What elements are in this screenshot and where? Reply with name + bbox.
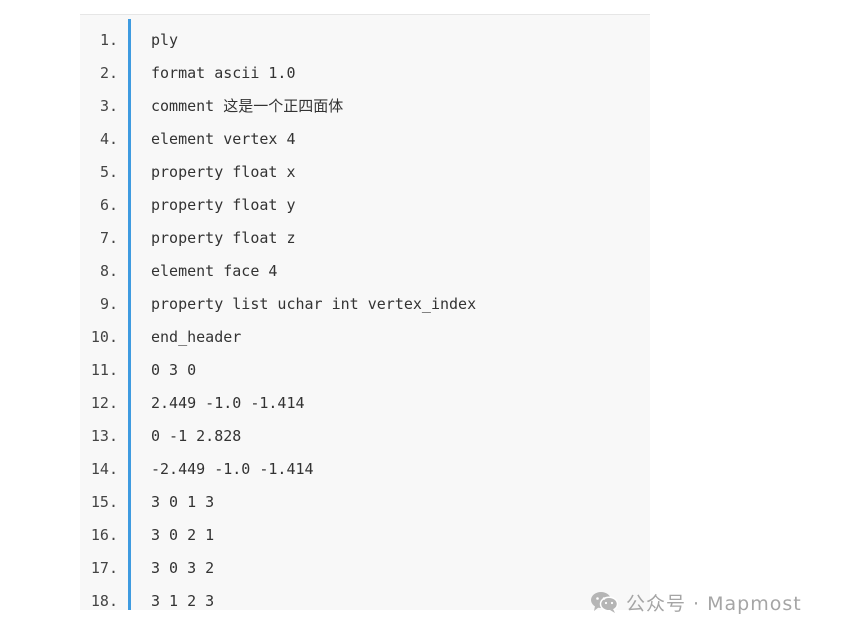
code-line: 12. 2.449 -1.0 -1.414 [80,386,650,419]
line-text: 0 -1 2.828 [151,426,242,445]
line-number: 12. [90,393,118,412]
line-text: end_header [151,327,242,346]
line-number: 11. [90,360,118,379]
line-text: element face 4 [151,261,278,280]
line-text: format ascii 1.0 [151,63,296,82]
code-line: 14. -2.449 -1.0 -1.414 [80,452,650,485]
line-number: 2. [99,63,118,82]
line-text: -2.449 -1.0 -1.414 [151,459,314,478]
code-line: 11. 0 3 0 [80,353,650,386]
code-line: 5. property float x [80,155,650,188]
watermark: 公众号 · Mapmost [590,588,802,616]
line-text: 3 0 2 1 [151,525,215,544]
watermark-text: 公众号 · Mapmost [626,592,802,615]
gutter-bar [128,19,131,610]
line-text: property list uchar int vertex_index [151,294,477,313]
line-text: property float z [151,228,296,247]
line-text: comment 这是一个正四面体 [151,97,344,115]
line-number: 1. [99,30,118,49]
line-number: 16. [90,525,118,544]
line-text: property float y [151,195,296,214]
line-number: 13. [90,426,118,445]
line-text: 3 0 3 2 [151,558,215,577]
code-line: 17. 3 0 3 2 [80,551,650,584]
code-line: 6. property float y [80,188,650,221]
line-text: 2.449 -1.0 -1.414 [151,393,305,412]
line-number: 15. [90,492,118,511]
line-text: ply [151,30,179,49]
code-line: 3. comment 这是一个正四面体 [80,89,650,122]
code-lines: 1. ply 2. format ascii 1.0 3. comment 这是一个正… [80,23,650,617]
code-line: 2. format ascii 1.0 [80,56,650,89]
code-line: 13. 0 -1 2.828 [80,419,650,452]
line-text: element vertex 4 [151,129,296,148]
line-text: 3 1 2 3 [151,591,215,610]
line-number: 14. [90,459,118,478]
line-number: 3. [99,96,118,115]
line-number: 8. [99,261,118,280]
code-block: 1. ply 2. format ascii 1.0 3. comment 这是一个正… [80,14,650,610]
code-line: 4. element vertex 4 [80,122,650,155]
line-number: 17. [90,558,118,577]
code-line: 7. property float z [80,221,650,254]
code-line: 18. 3 1 2 3 [80,584,650,617]
line-number: 10. [90,327,118,346]
line-text: property float x [151,162,296,181]
code-line: 15. 3 0 1 3 [80,485,650,518]
line-number: 6. [99,195,118,214]
line-number: 4. [99,129,118,148]
line-number: 7. [99,228,118,247]
line-number: 9. [99,294,118,313]
code-line: 8. element face 4 [80,254,650,287]
line-text: 3 0 1 3 [151,492,215,511]
code-line: 1. ply [80,23,650,56]
wechat-icon [591,592,618,613]
code-line: 16. 3 0 2 1 [80,518,650,551]
code-line: 9. property list uchar int vertex_index [80,287,650,320]
code-line: 10. end_header [80,320,650,353]
line-text: 0 3 0 [151,360,197,379]
line-number: 18. [90,591,118,610]
line-number: 5. [99,162,118,181]
